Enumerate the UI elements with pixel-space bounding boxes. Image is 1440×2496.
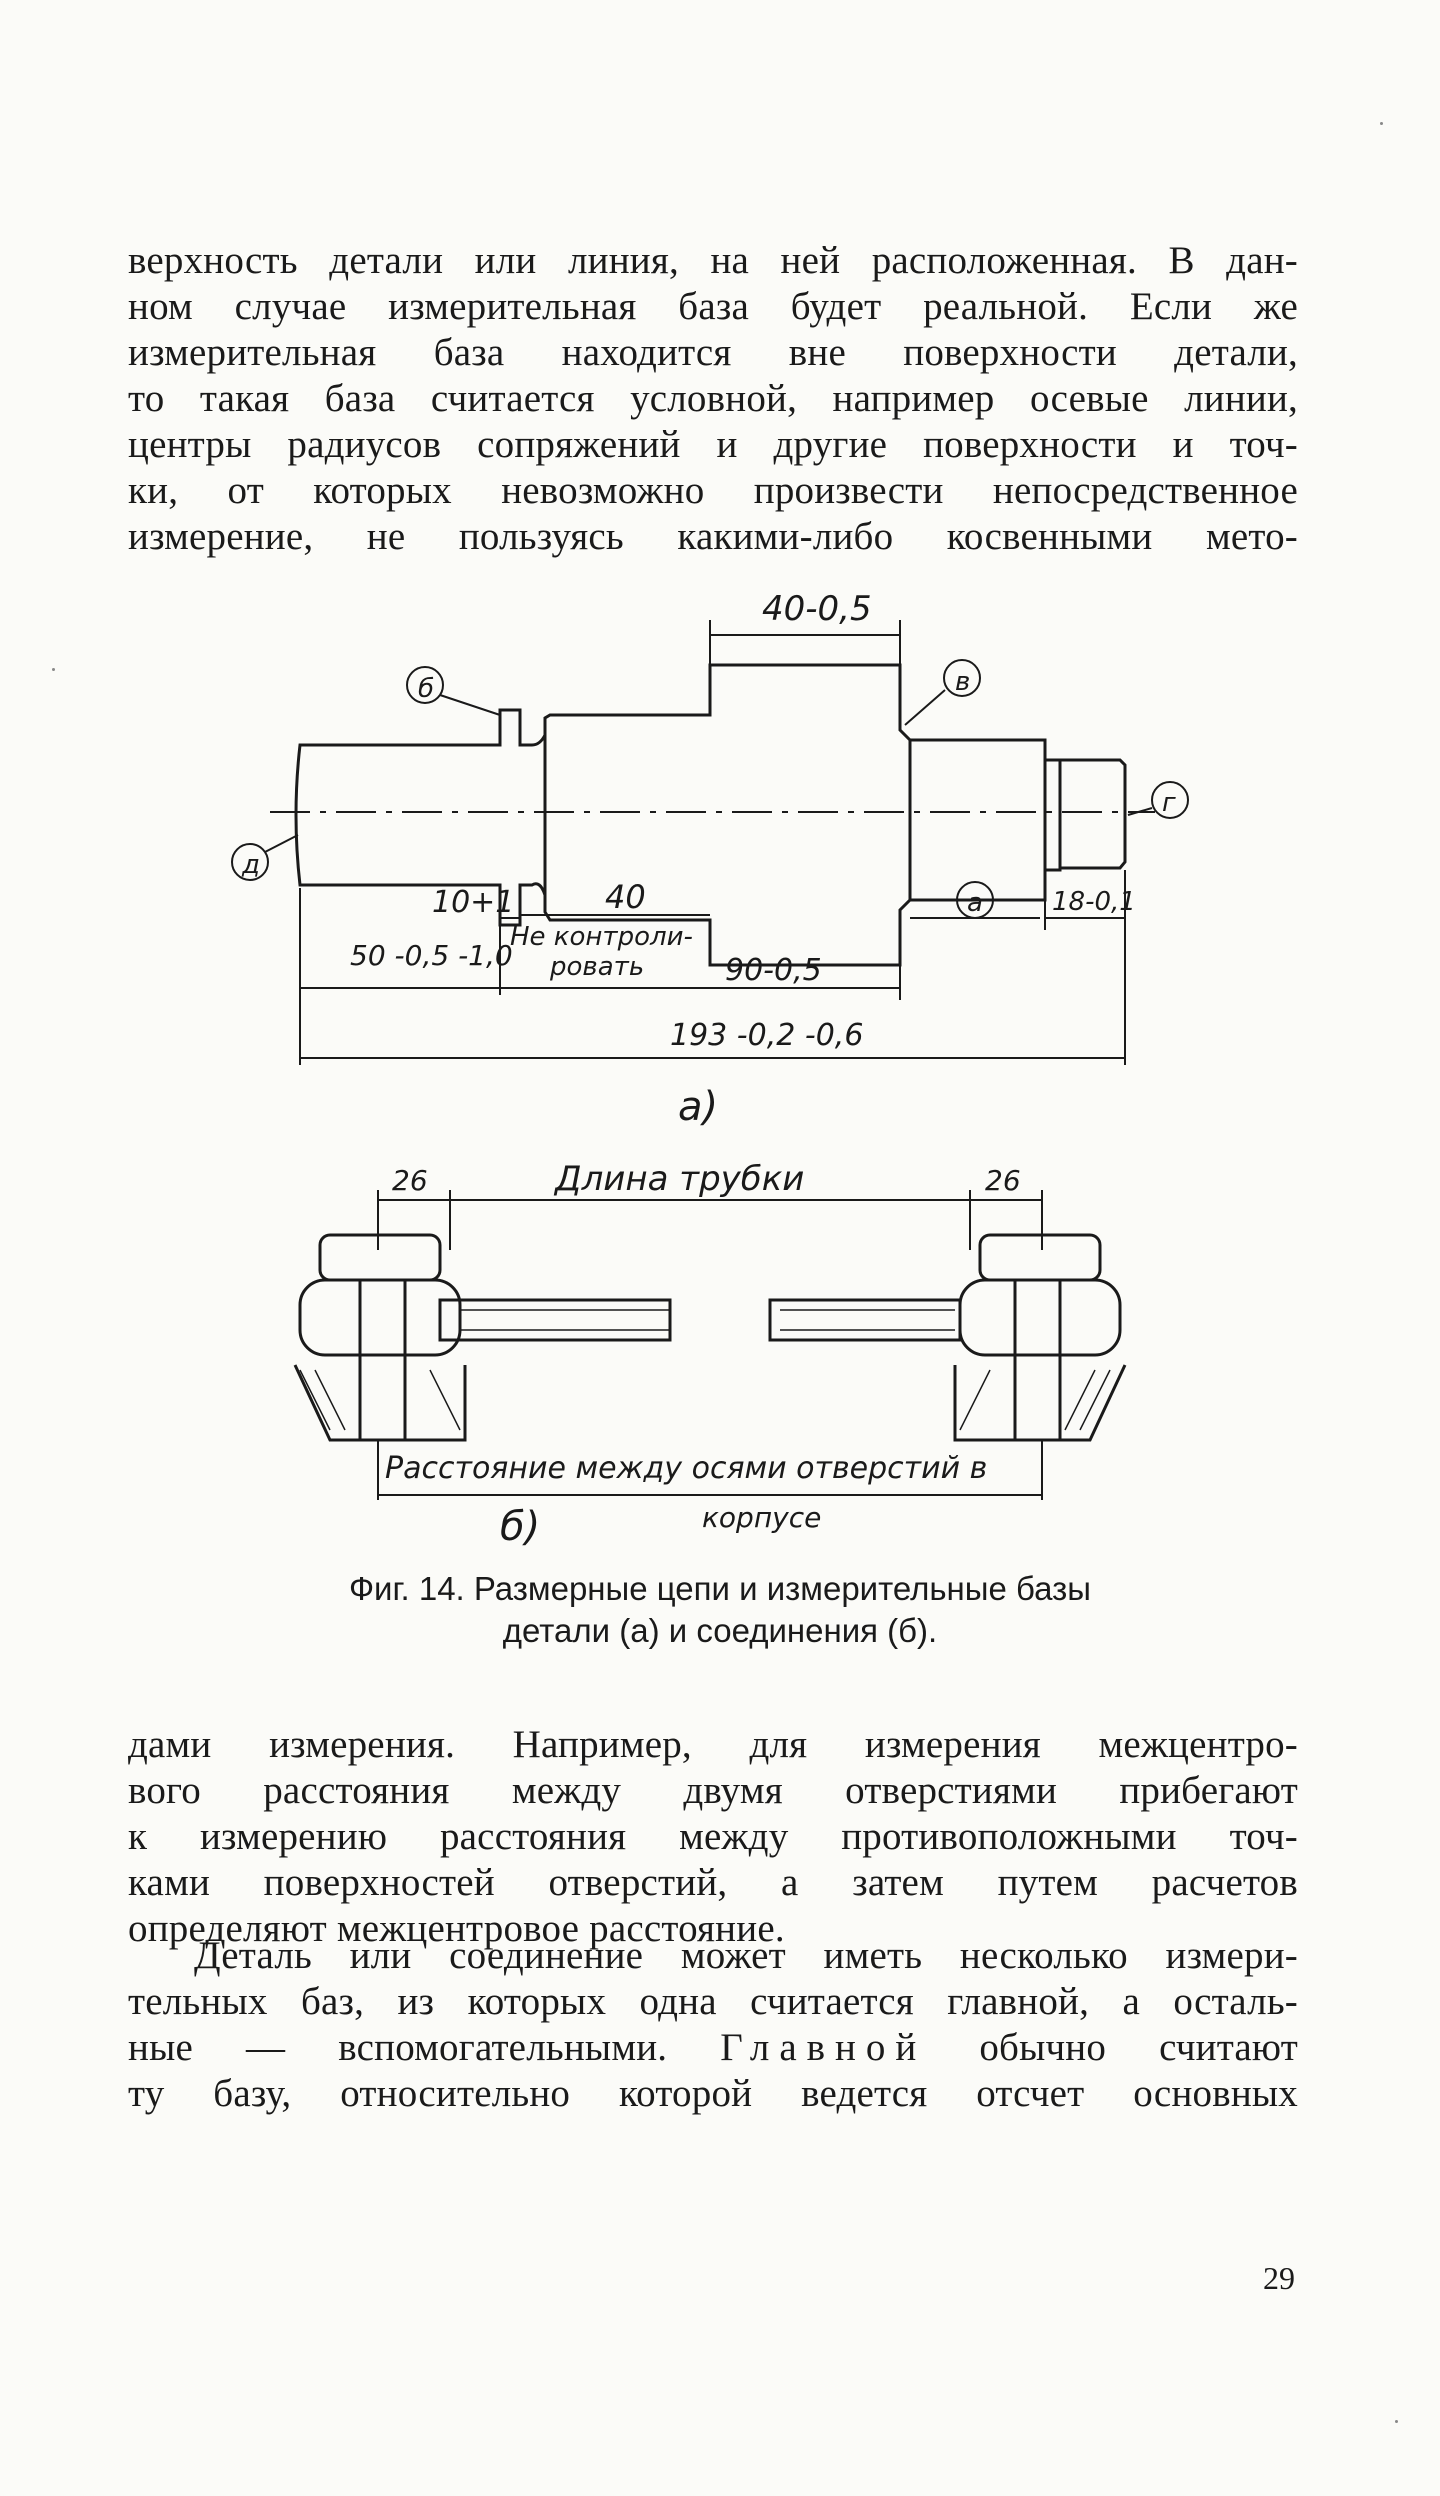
figure-14-drawing: 40-0,5 б в г д а 10+1 40 18-0,1 50 -0,5 … xyxy=(231,589,1189,1550)
right-banjo xyxy=(958,1278,1122,1357)
text-run: ные — вспомогательными. xyxy=(128,2026,668,2069)
shaft-outline xyxy=(294,663,1062,967)
right-tube xyxy=(768,1298,962,1342)
base-a-marker xyxy=(956,881,994,919)
base-d-marker xyxy=(231,843,269,881)
text-line: измерительная база находится вне поверхн… xyxy=(128,331,1298,374)
emphasized-word: Главной xyxy=(720,2026,927,2069)
caption-line-2: детали (а) и соединения (б). xyxy=(502,1612,938,1649)
dim-40: 40 xyxy=(605,878,646,916)
paragraph-top: верхность детали или линия, на ней распо… xyxy=(128,238,1298,560)
print-speck xyxy=(1380,122,1383,125)
shaft-drawing xyxy=(231,620,1189,1065)
base-d-label: д xyxy=(241,850,260,880)
dim-top: 40-0,5 xyxy=(762,589,872,629)
figure-caption: Фиг. 14. Размерные цепи и измерительные … xyxy=(0,1568,1440,1652)
left-bolt xyxy=(358,1278,407,1442)
paragraph-mid: дами измерения. Например, для измерения … xyxy=(128,1722,1298,1952)
base-g-label: г xyxy=(1162,788,1176,818)
base-b-marker xyxy=(406,666,444,704)
left-housing xyxy=(293,1364,467,1442)
text-line: к измерению расстояния между противополо… xyxy=(128,1815,1298,1858)
dim-10: 10+1 xyxy=(432,885,514,920)
text-line: верхность детали или линия, на ней распо… xyxy=(128,239,1298,282)
text-line-mixed: ные — вспомогательными. Главной обычно с… xyxy=(128,2025,1298,2071)
base-a-label: а xyxy=(967,888,983,918)
text-run: обычно считают xyxy=(979,2026,1298,2069)
base-b-left-label: б xyxy=(418,674,434,704)
right-housing xyxy=(953,1364,1127,1442)
text-line: ном случае измерительная база будет реал… xyxy=(128,285,1298,328)
dim-90: 90-0,5 xyxy=(725,953,822,988)
dim-26-right: 26 xyxy=(985,1164,1021,1197)
axis-distance-label: Расстояние между осями отверстий в xyxy=(385,1451,987,1486)
housing-label: корпусе xyxy=(702,1501,821,1534)
left-nut xyxy=(318,1233,442,1282)
text-line: вого расстояния между двумя отверстиями … xyxy=(128,1769,1298,1812)
text-line: измерение, не пользуясь какими-либо косв… xyxy=(128,515,1298,558)
figure-a-label: а) xyxy=(678,1084,718,1130)
print-speck xyxy=(52,668,55,671)
text-line: тельных баз, из которых одна считается г… xyxy=(128,1980,1298,2023)
right-nut xyxy=(978,1233,1102,1282)
base-v-marker xyxy=(943,659,981,697)
dim-18: 18-0,1 xyxy=(1052,887,1136,917)
print-speck xyxy=(1395,2420,1398,2423)
shaft-end xyxy=(1060,758,1127,870)
base-v-right-label: в xyxy=(955,667,970,697)
text-line: ту базу, относительно которой ведется от… xyxy=(128,2072,1298,2115)
text-line: дами измерения. Например, для измерения … xyxy=(128,1723,1298,1766)
dim-193: 193 -0,2 -0,6 xyxy=(670,1018,863,1053)
text-line: центры радиусов сопряжений и другие пове… xyxy=(128,423,1298,466)
caption-line-1: Фиг. 14. Размерные цепи и измерительные … xyxy=(348,1570,1092,1607)
note-line1: Не контроли- xyxy=(510,922,693,952)
text-line: ками поверхностей отверстий, а затем пут… xyxy=(128,1861,1298,1904)
right-bolt xyxy=(1013,1278,1062,1442)
text-line: определяют межцентровое расстояние. xyxy=(128,1907,785,1950)
connection-drawing xyxy=(293,1190,1127,1500)
text-line: Деталь или соединение может иметь нескол… xyxy=(194,1934,1298,1977)
left-tube xyxy=(438,1298,672,1342)
paragraph-bottom: Деталь или соединение может иметь нескол… xyxy=(128,1933,1298,2117)
figure-b-label: б) xyxy=(500,1504,540,1550)
dim-26-left: 26 xyxy=(392,1164,428,1197)
dim-50: 50 -0,5 -1,0 xyxy=(350,939,513,972)
text-line: ки, от которых невозможно произвести неп… xyxy=(128,469,1298,512)
base-g-marker xyxy=(1151,781,1189,819)
tube-length-label: Длина трубки xyxy=(553,1159,804,1199)
note-line2: ровать xyxy=(549,952,644,982)
left-banjo xyxy=(298,1278,462,1357)
page-number: 29 xyxy=(1263,2260,1295,2296)
text-line: то такая база считается условной, наприм… xyxy=(128,377,1298,420)
